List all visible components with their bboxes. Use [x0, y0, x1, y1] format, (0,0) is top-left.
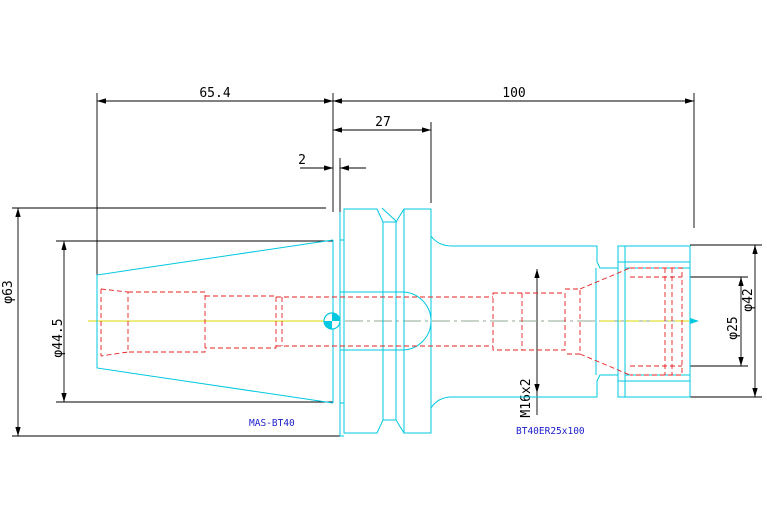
dimension-label-phi42: φ42: [741, 288, 756, 311]
dimension-label-phi63: φ63: [1, 280, 16, 303]
dimension-label-2: 2: [298, 153, 306, 168]
dimension-27: 27: [333, 115, 432, 203]
dimension-100: 100: [333, 86, 695, 228]
dimension-label-m16x2: M16x2: [519, 378, 534, 417]
dimension-phi42: φ42: [690, 244, 762, 398]
dimension-label-65-4: 65.4: [199, 86, 230, 101]
hidden-features: [100, 267, 683, 376]
spindle-interface-label: MAS-BT40: [249, 418, 295, 429]
flange-body: [339, 207, 432, 437]
dimension-label-100: 100: [502, 86, 525, 101]
dimension-label-phi25: φ25: [726, 316, 741, 339]
dimension-65-4: 65.4: [96, 86, 334, 275]
dimension-label-27: 27: [375, 115, 391, 130]
neck-shaft: [430, 235, 619, 409]
dimension-2: 2: [298, 153, 366, 212]
holder-model-label: BT40ER25x100: [516, 426, 585, 437]
centerline: [88, 318, 699, 324]
dimension-phi63: φ63: [1, 207, 340, 437]
centerline-arrow: [690, 318, 699, 324]
dimension-phi25: φ25: [690, 276, 748, 367]
dimension-phi44-5: φ44.5: [51, 240, 333, 403]
retention-knob: [323, 291, 432, 351]
dimension-label-phi44-5: φ44.5: [51, 318, 66, 357]
